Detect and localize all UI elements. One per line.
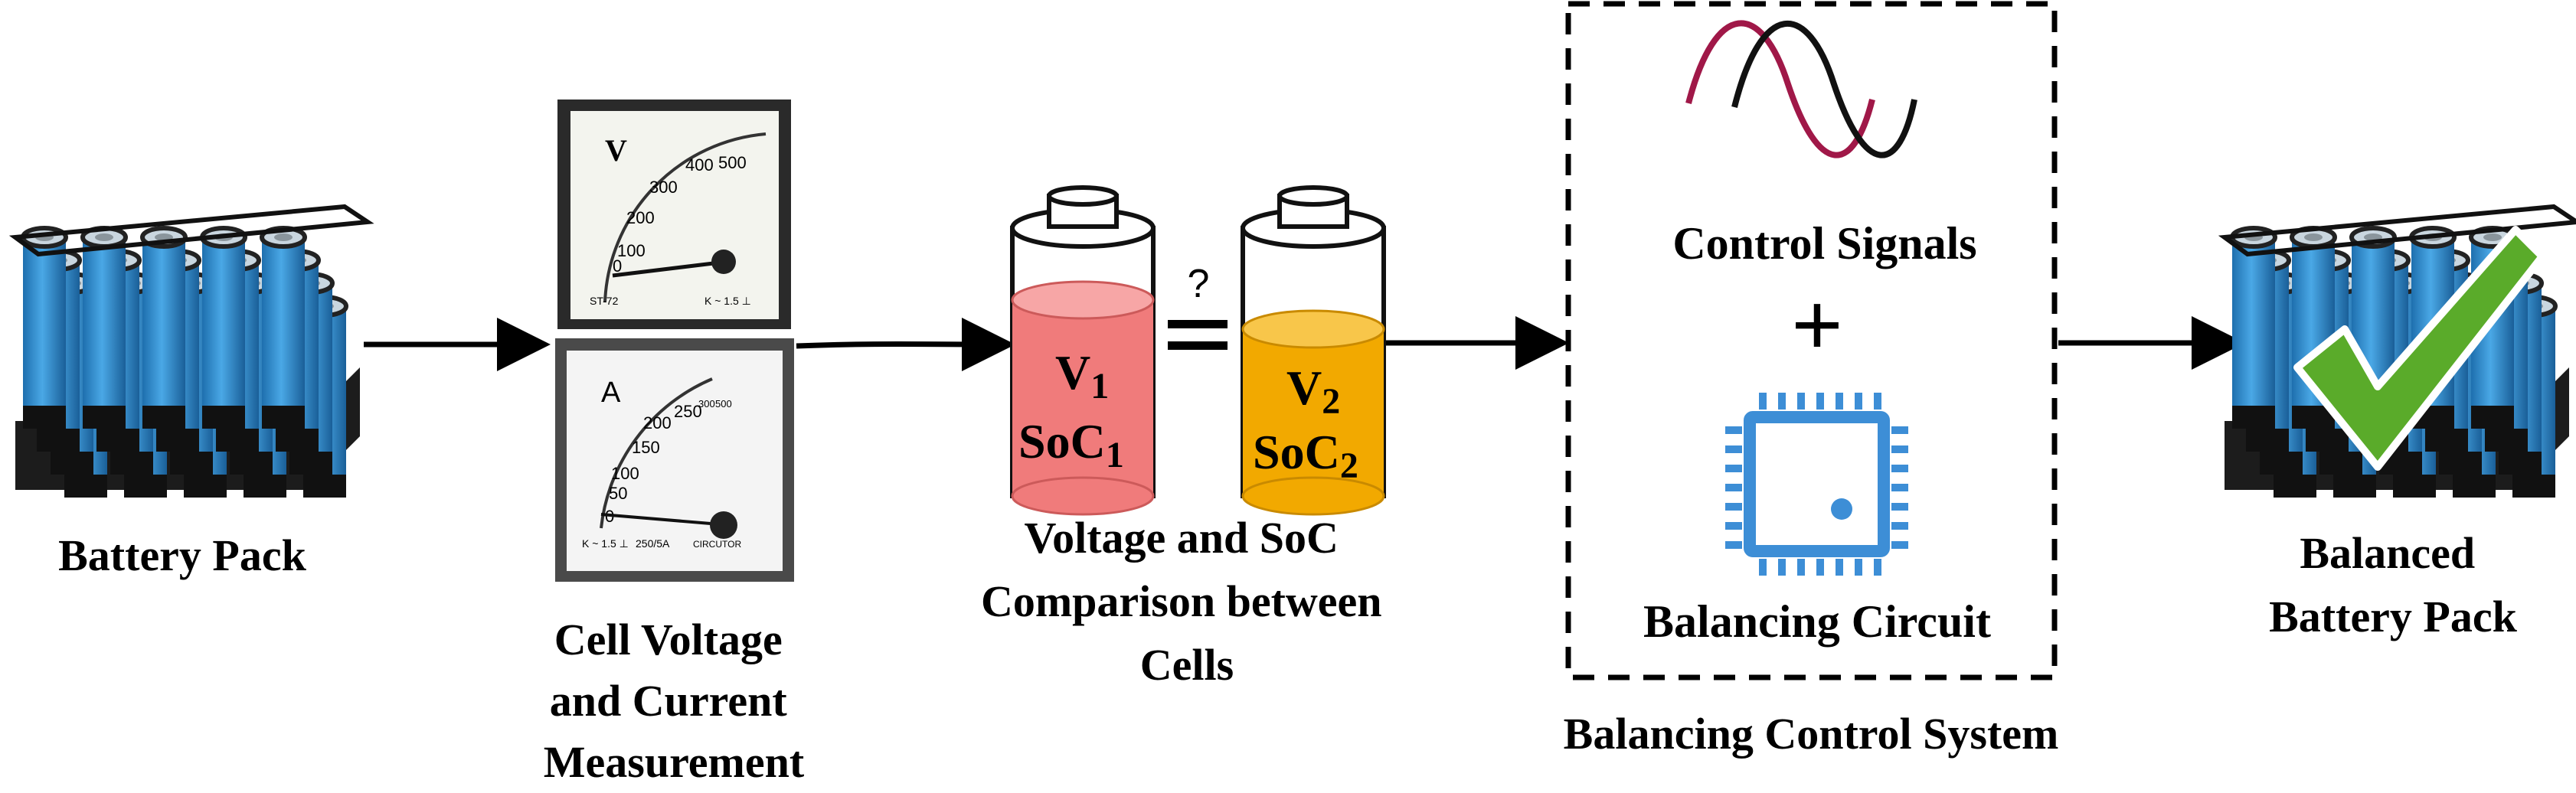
cell-1-fill — [1012, 300, 1153, 496]
measurement-label: Cell Voltage and Current Measurement — [544, 615, 805, 787]
ammeter-tick-500: 500 — [715, 398, 732, 410]
cell-1-voltage-subscript: 1 — [1090, 366, 1109, 406]
cell-1-voltage: V — [1055, 345, 1090, 400]
battery-cell — [80, 226, 128, 429]
voltmeter-tick-100: 100 — [617, 241, 646, 260]
voltmeter-tick-500: 500 — [718, 153, 747, 172]
ammeter-tick-200: 200 — [643, 413, 672, 432]
ammeter: A 0 50 100 150 200 250 300 500 K ~ 1.5 ⊥… — [555, 338, 794, 582]
ammeter-mark: K ~ 1.5 ⊥ — [582, 537, 629, 550]
cell-2-voltage-subscript: 2 — [1322, 381, 1340, 422]
comparison-label: Voltage and SoC Comparison between Cells — [981, 513, 1393, 690]
comparison-question-mark: ? — [1188, 262, 1210, 306]
ammeter-brand: CIRCUTOR — [693, 539, 741, 550]
ammeter-tick-250: 250 — [674, 402, 702, 421]
arrow-measurement-to-comparison — [796, 317, 1015, 371]
cell-2-fill — [1243, 329, 1384, 496]
cell-2-soc: SoC — [1253, 425, 1340, 479]
battery-cell — [260, 226, 307, 429]
voltmeter-tick-300: 300 — [649, 178, 678, 197]
battery-cell — [21, 226, 68, 429]
control-system-box — [1565, 1, 2058, 680]
svg-text:SoC1: SoC1 — [1018, 414, 1124, 475]
ammeter-tick-150: 150 — [632, 438, 660, 457]
ammeter-tick-50: 50 — [609, 484, 627, 503]
comparison-equals: ? — [1168, 262, 1228, 350]
voltmeter-needle — [612, 260, 721, 278]
ammeter-tick-100: 100 — [611, 464, 639, 483]
voltmeter-tick-0: 0 — [613, 256, 622, 276]
cell-1-cylinder: V1 SoC1 — [1010, 185, 1156, 516]
voltmeter-tick-200: 200 — [626, 208, 655, 227]
balanced-pack-label: Balanced Battery Pack — [2269, 528, 2517, 641]
cell-1-soc: SoC — [1018, 414, 1106, 468]
voltmeter: V 0 100 200 300 400 500 ST-72 K ~ 1.5 ⊥ — [557, 100, 791, 329]
ammeter-pivot — [710, 511, 737, 539]
voltmeter-pivot — [711, 250, 736, 274]
svg-text:SoC2: SoC2 — [1253, 425, 1358, 486]
cell-2-voltage: V — [1286, 361, 1322, 415]
voltmeter-mark: K ~ 1.5 ⊥ — [704, 295, 751, 307]
voltmeter-tick-400: 400 — [685, 155, 714, 175]
ammeter-model: 250/5A — [636, 537, 670, 550]
ammeter-needle — [600, 513, 721, 526]
cell-1-soc-subscript: 1 — [1106, 435, 1124, 475]
voltmeter-unit: V — [605, 133, 627, 168]
chip-icon — [1725, 393, 1908, 576]
control-signal-waves — [1685, 20, 1917, 158]
voltmeter-model: ST-72 — [590, 295, 619, 307]
battery-pack-label: Battery Pack — [58, 530, 306, 580]
battery-pack-image — [8, 204, 374, 498]
svg-text:V2: V2 — [1286, 361, 1340, 422]
control-signals-label: Control Signals — [1672, 218, 1976, 269]
checkmark-icon — [2293, 226, 2546, 471]
cell-2-soc-subscript: 2 — [1340, 445, 1358, 486]
control-system-label: Balancing Control System — [1564, 709, 2059, 759]
cell-2-cylinder: V2 SoC2 — [1241, 185, 1386, 516]
ammeter-tick-300: 300 — [698, 398, 715, 410]
plus-sign: + — [1791, 274, 1843, 376]
svg-text:V1: V1 — [1055, 345, 1109, 406]
battery-cell — [140, 226, 188, 429]
battery-cell — [2230, 226, 2277, 429]
ammeter-unit: A — [601, 377, 621, 409]
balancing-circuit-label: Balancing Circuit — [1643, 596, 1991, 647]
battery-cell — [200, 226, 247, 429]
